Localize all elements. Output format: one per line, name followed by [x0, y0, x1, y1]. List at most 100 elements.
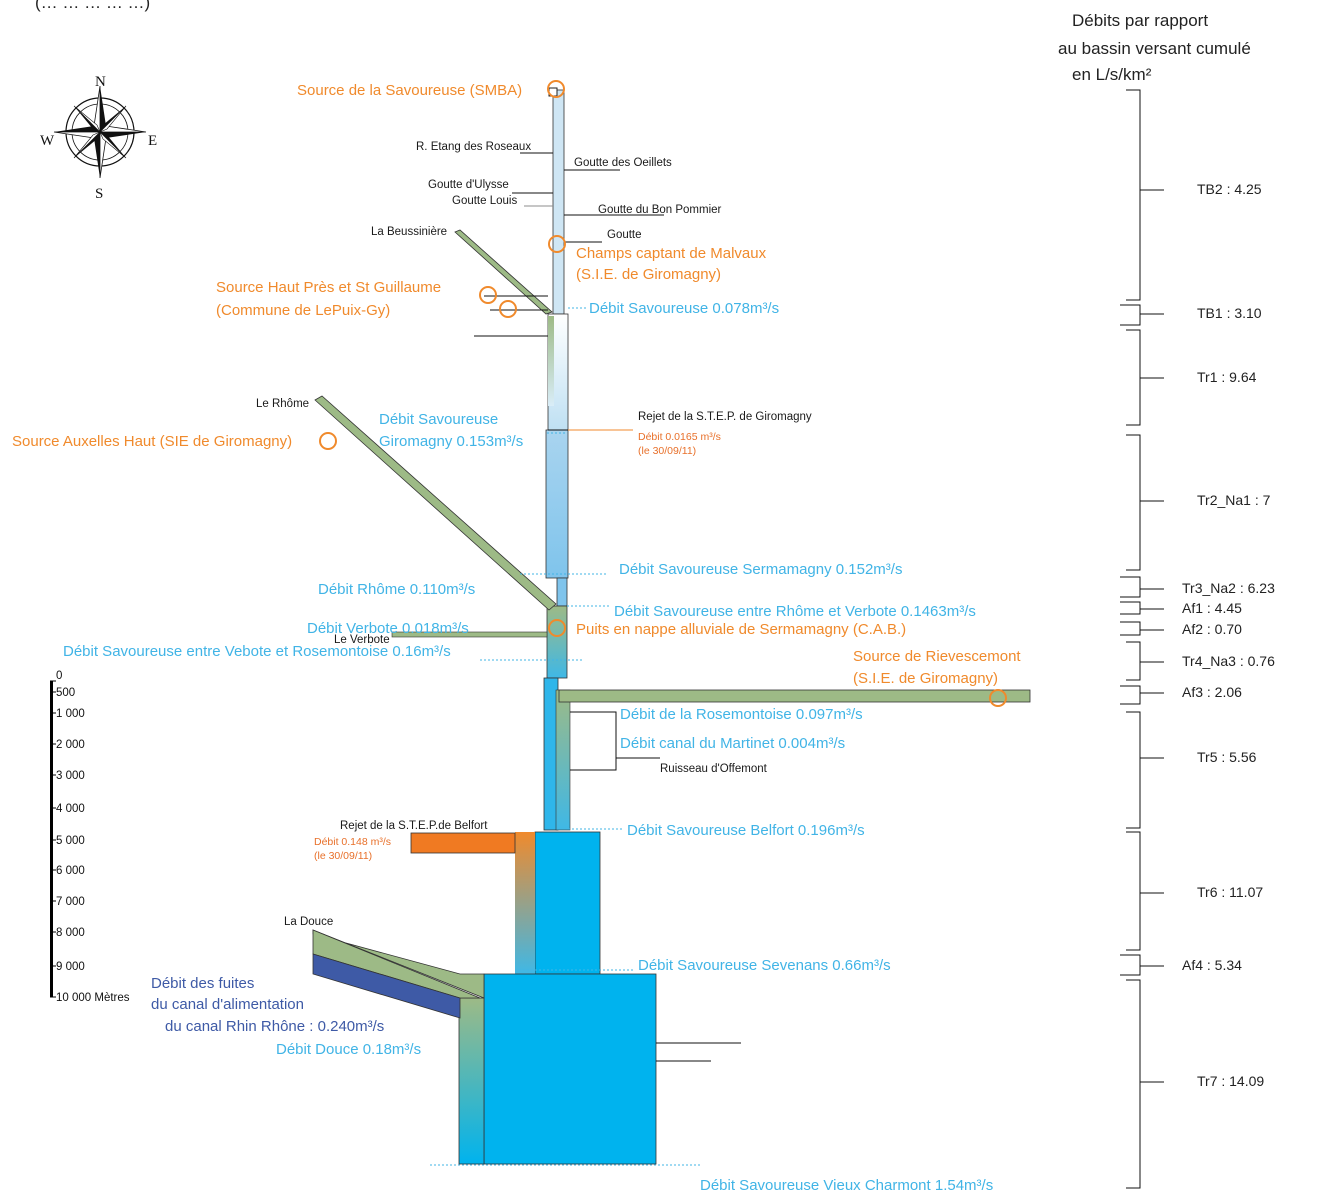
label-goutte-bon-pommier: Goutte du Bon Pommier [598, 204, 722, 216]
label-etang-roseaux: R. Etang des Roseaux [416, 141, 531, 153]
label-malvaux-2: (S.I.E. de Giromagny) [576, 266, 721, 283]
label-rejet-giro-date: (le 30/09/11) [638, 445, 696, 457]
label-rejet-belfort-debit: Débit 0.148 m³/s [314, 836, 391, 848]
canal-leak-band [312, 953, 461, 1019]
label-rievescemont-1: Source de Rievescemont [853, 648, 1021, 665]
label-leak-3: du canal Rhin Rhône : 0.240m³/s [165, 1018, 384, 1035]
label-debit-sav-giro-2: Giromagny 0.153m³/s [379, 433, 523, 450]
withdrawal-points [319, 80, 1007, 707]
tributary-verbote [391, 631, 548, 638]
compass-rose-icon [53, 85, 147, 179]
segment-label: Tr4_Na3 : 0.76 [1182, 653, 1275, 669]
label-rievescemont-2: (S.I.E. de Giromagny) [853, 670, 998, 687]
scale-bar [50, 680, 56, 998]
partial-top-text: (… … … … …) [35, 0, 150, 12]
st-guillaume-icon [499, 300, 517, 318]
scale-tick-1000: 1 000 [56, 708, 85, 720]
label-debit-martinet: Débit canal du Martinet 0.004m³/s [620, 735, 845, 752]
label-leak-2: du canal d'alimentation [151, 996, 304, 1013]
label-verbote: Le Verbote [334, 634, 390, 646]
scale-tick-10000: 10 000 Mètres [56, 992, 130, 1004]
rejet-belfort-band [410, 832, 516, 854]
label-puits: Puits en nappe alluviale de Sermamagny (… [576, 621, 906, 638]
haut-pres-icon [479, 286, 497, 304]
scale-tick-5000: 5 000 [56, 835, 85, 847]
label-ruisseau-offemont: Ruisseau d'Offemont [660, 763, 768, 775]
scale-tick-7000: 7 000 [56, 896, 85, 908]
label-debit-douce: Débit Douce 0.18m³/s [276, 1041, 421, 1058]
belfort-rejet-mixing [515, 832, 535, 974]
canal-martinet-loop [570, 711, 617, 771]
river-reach-tr1-green [548, 316, 554, 406]
segment-label: Af2 : 0.70 [1182, 621, 1242, 637]
river-reach-tr3 [556, 577, 568, 607]
compass-west-label: W [40, 133, 55, 149]
compass-north-label: N [95, 74, 106, 90]
segment-label: Tr3_Na2 : 6.23 [1182, 580, 1275, 596]
compass-south-label: S [95, 186, 103, 202]
label-rejet-giro-debit: Débit 0.0165 m³/s [638, 431, 721, 443]
river-reach-tr6 [534, 831, 601, 975]
segment-label: Tr7 : 14.09 [1197, 1073, 1264, 1089]
puits-icon [548, 619, 566, 637]
scale-tick-0: 0 [56, 670, 62, 682]
label-goutte: Goutte [607, 229, 642, 241]
tributary-rhome [314, 395, 557, 611]
scale-tick-6000: 6 000 [56, 865, 85, 877]
river-upper-reach [552, 89, 565, 315]
label-debit-sav-0078: Débit Savoureuse 0.078m³/s [589, 300, 779, 317]
scale-tick-9000: 9 000 [56, 961, 85, 973]
segment-label: Af1 : 4.45 [1182, 600, 1242, 616]
douce-mixing [458, 997, 485, 1165]
scale-tick-3000: 3 000 [56, 770, 85, 782]
segment-label: Tr2_Na1 : 7 [1197, 492, 1271, 508]
label-haut-pres-2: (Commune de LePuix-Gy) [216, 302, 390, 319]
tributary-rosemontoise [558, 689, 1031, 703]
label-rejet-giromagny: Rejet de la S.T.E.P. de Giromagny [638, 411, 812, 423]
label-debit-sav-rhome-verbote: Débit Savoureuse entre Rhôme et Verbote … [614, 603, 976, 620]
label-debit-sav-vieux-charmont: Débit Savoureuse Vieux Charmont 1.54m³/s [700, 1177, 993, 1194]
label-douce: La Douce [284, 916, 333, 928]
scale-tick-2000: 2 000 [56, 739, 85, 751]
right-heading-line3: en L/s/km² [1072, 65, 1152, 84]
label-rejet-belfort-date: (le 30/09/11) [314, 850, 372, 862]
right-heading-line2: au bassin versant cumulé [1058, 39, 1251, 58]
segment-label: Af3 : 2.06 [1182, 684, 1242, 700]
segment-label: Af4 : 5.34 [1182, 957, 1242, 973]
label-leak-1: Débit des fuites [151, 975, 254, 992]
right-brackets [1120, 89, 1164, 1189]
label-beussiniere: La Beussinière [371, 226, 447, 238]
black-tributary-lines [474, 152, 741, 1062]
segment-label: Tr6 : 11.07 [1197, 884, 1263, 900]
river-reach-tr7 [483, 973, 657, 1165]
rosemontoise-mixing [555, 689, 571, 831]
river-reach-tr4 [546, 605, 568, 679]
segment-label: Tr1 : 9.64 [1197, 369, 1257, 385]
label-debit-sav-sevenans: Débit Savoureuse Sevenans 0.66m³/s [638, 957, 891, 974]
label-debit-sav-giro-1: Débit Savoureuse [379, 411, 498, 428]
label-goutte-louis: Goutte Louis [452, 195, 517, 207]
label-debit-verbote: Débit Verbote 0.018m³/s [307, 620, 469, 637]
label-malvaux-1: Champs captant de Malvaux [576, 245, 767, 262]
label-haut-pres-1: Source Haut Près et St Guillaume [216, 279, 441, 296]
label-auxelles: Source Auxelles Haut (SIE de Giromagny) [12, 433, 292, 450]
rievescemont-icon [989, 689, 1007, 707]
label-debit-sav-vebote-rosemontoise: Débit Savoureuse entre Vebote et Rosemon… [63, 643, 451, 660]
auxelles-icon [319, 432, 337, 450]
malvaux-icon [548, 235, 566, 253]
label-debit-sav-belfort: Débit Savoureuse Belfort 0.196m³/s [627, 822, 865, 839]
scale-tick-8000: 8 000 [56, 927, 85, 939]
dotted-leader-lines [430, 307, 700, 1166]
label-debit-rhome: Débit Rhôme 0.110m³/s [318, 581, 475, 598]
label-rhome: Le Rhôme [256, 398, 309, 410]
label-goutte-ulysse: Goutte d'Ulysse [428, 179, 509, 191]
scale-tick-4000: 4 000 [56, 803, 85, 815]
label-debit-rosemontoise: Débit de la Rosemontoise 0.097m³/s [620, 706, 863, 723]
label-rejet-belfort: Rejet de la S.T.E.P.de Belfort [340, 820, 488, 832]
segment-label: TB1 : 3.10 [1197, 305, 1262, 321]
river-reach-tr2 [545, 429, 569, 579]
label-goutte-oeillets: Goutte des Oeillets [574, 157, 672, 169]
label-source-savoureuse: Source de la Savoureuse (SMBA) [297, 82, 522, 99]
right-heading-line1: Débits par rapport [1072, 11, 1208, 30]
